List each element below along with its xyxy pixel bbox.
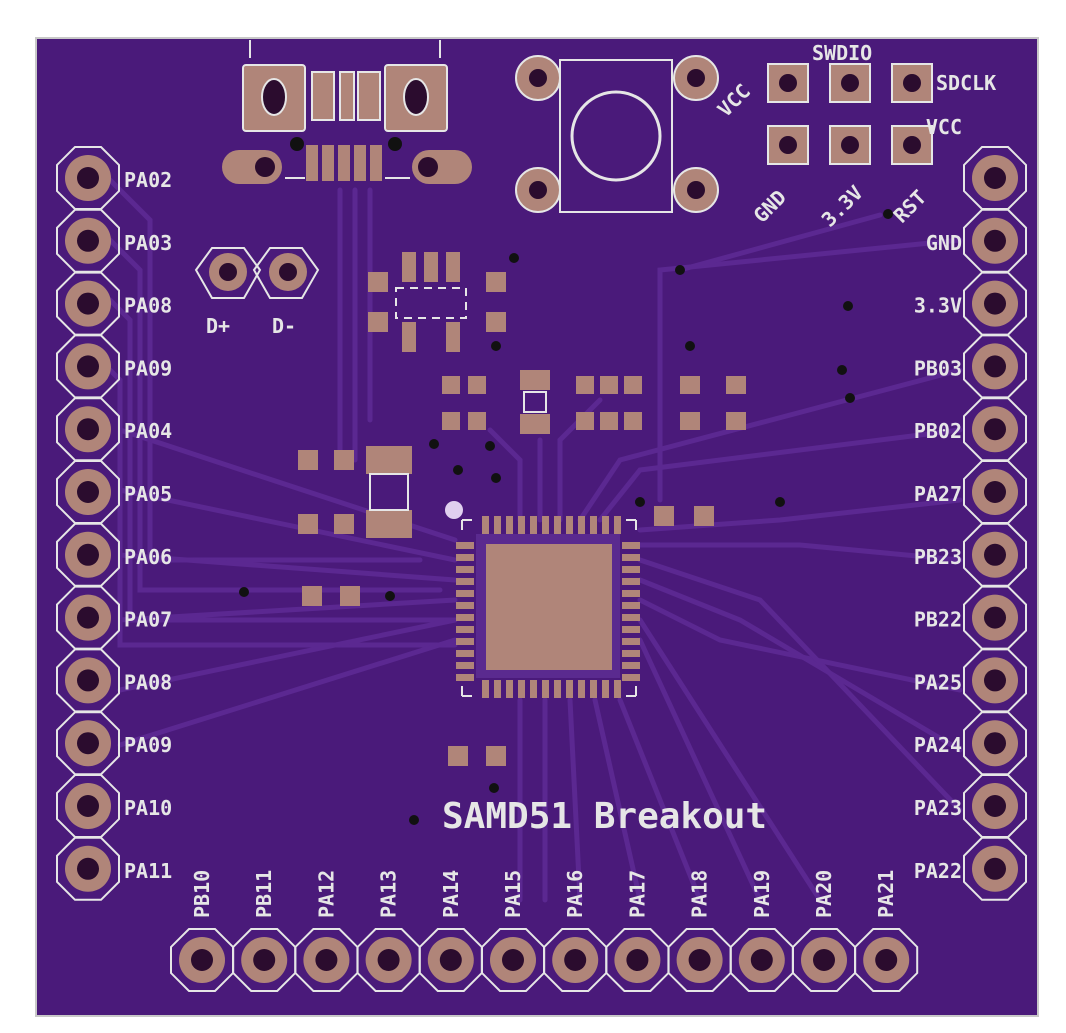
right-header-pin-label: GND [926,231,962,255]
board-title: SAMD51 Breakout [442,796,767,837]
left-header-pin-label: PA02 [124,168,172,192]
left-header-pin-pad [56,585,120,650]
bottom-header-pin-label: PA21 [874,870,898,918]
left-header-pin-pad [56,522,120,587]
bottom-header-pin-label: PA13 [377,870,401,918]
right-header-pin-label: PA23 [914,796,962,820]
bottom-header-pin-pad [170,928,234,992]
right-header-pin-label: PA22 [914,859,962,883]
reset-button[interactable] [515,55,719,213]
left-header-pin-pad [56,397,120,462]
bottom-header-pin-pad [481,928,545,992]
left-header-pin-label: PA09 [124,733,172,757]
bottom-header-pin-label: PA12 [314,870,338,918]
bottom-header-pin-pad [792,928,856,992]
bottom-header-pin-label: PB11 [252,870,276,918]
left-header-pin-label: PA11 [124,859,172,883]
left-header-pin-pad [56,146,120,210]
right-header-pin-pad [963,585,1027,650]
left-header-pin-pad [56,460,120,524]
right-header-pin-label: PA25 [914,670,962,694]
bottom-header-pin-label: PA17 [625,870,649,918]
usb-test-pads [194,247,320,299]
right-header-pin-label: PB22 [914,608,962,632]
left-header-pin-label: PA05 [124,482,172,506]
right-header-pin-label: PA27 [914,482,962,506]
bottom-header-pin-pad [543,928,608,992]
left-header-pin-label: PA03 [124,231,172,255]
left-header-pin-pad [56,648,120,713]
swd-header-pads [767,63,933,165]
right-header-pin-label: PB23 [914,545,962,569]
right-header-pin-label: PA24 [914,733,962,757]
right-header-pin-label: VCC [926,115,962,139]
right-header-pin-pad [963,711,1027,776]
left-pin-header: PA02PA03PA08PA09PA04PA05PA06PA07PA08PA09… [56,146,172,901]
right-header-pin-label: PB02 [914,419,962,443]
bottom-header-pin-label: PA19 [750,870,774,918]
right-header-pin-pad [963,271,1027,336]
right-header-pin-label: PB03 [914,356,962,380]
bottom-header-pin-label: PA15 [501,870,525,918]
right-header-pin-pad [963,397,1027,462]
samd51-mcu [445,501,640,698]
right-header-pin-pad [963,648,1027,713]
right-header-pin-pad [963,334,1027,399]
bottom-header-pin-pad [294,928,359,992]
vias [239,209,893,825]
left-header-pin-pad [56,774,120,838]
left-header-pin-label: PA08 [124,294,172,318]
usb-connector [222,40,472,184]
usb-label-dplus: D+ [206,314,230,338]
left-header-pin-pad [56,334,120,399]
bottom-pin-header: PB10 PB11 PA12 PA13 PA14 PA15 PA16 PA17 PA18 PA19… [170,870,919,992]
left-header-pin-pad [56,271,120,336]
left-header-pin-pad [56,711,120,776]
right-header-pin-pad [963,836,1027,901]
right-header-pin-pad [963,146,1027,210]
bottom-header-pin-pad [232,928,297,992]
left-header-pin-label: PA10 [124,796,172,820]
bottom-header-pin-pad [854,928,919,992]
left-header-pin-label: PA04 [124,419,172,443]
right-header-pin-label: 3.3V [914,294,962,318]
left-header-pin-label: PA09 [124,356,172,380]
left-header-pin-pad [56,836,120,901]
bottom-header-pin-pad [729,928,794,992]
left-header-pin-label: PA06 [124,545,172,569]
left-header-pin-label: PA08 [124,670,172,694]
bottom-header-pin-label: PA18 [688,870,712,918]
left-header-pin-label: PA07 [124,608,172,632]
bottom-header-pin-label: PA14 [439,870,463,918]
bottom-header-pin-pad [667,928,732,992]
left-header-pin-pad [56,208,120,273]
voltage-regulator [368,252,506,352]
right-header-pin-pad [963,774,1027,838]
bottom-header-pin-pad [605,928,670,992]
usb-label-dminus: D- [272,314,296,338]
right-header-pin-pad [963,460,1027,524]
bottom-header-pin-pad [356,928,421,992]
swd-label-sdclk: SDCLK [936,71,996,95]
right-header-pin-pad [963,208,1027,273]
right-header-pin-pad [963,522,1027,587]
passive-components [298,370,746,766]
right-pin-header: VCC GND 3.3V PB03PB02PA27PB23PB22PA25PA24PA… [914,115,1027,901]
bottom-header-pin-label: PA20 [812,870,836,918]
bottom-header-pin-label: PA16 [563,870,587,918]
bottom-header-pin-pad [418,928,483,992]
bottom-header-pin-label: PB10 [190,870,214,918]
copper-traces [107,177,963,903]
swd-label-swdio: SWDIO [812,41,872,65]
